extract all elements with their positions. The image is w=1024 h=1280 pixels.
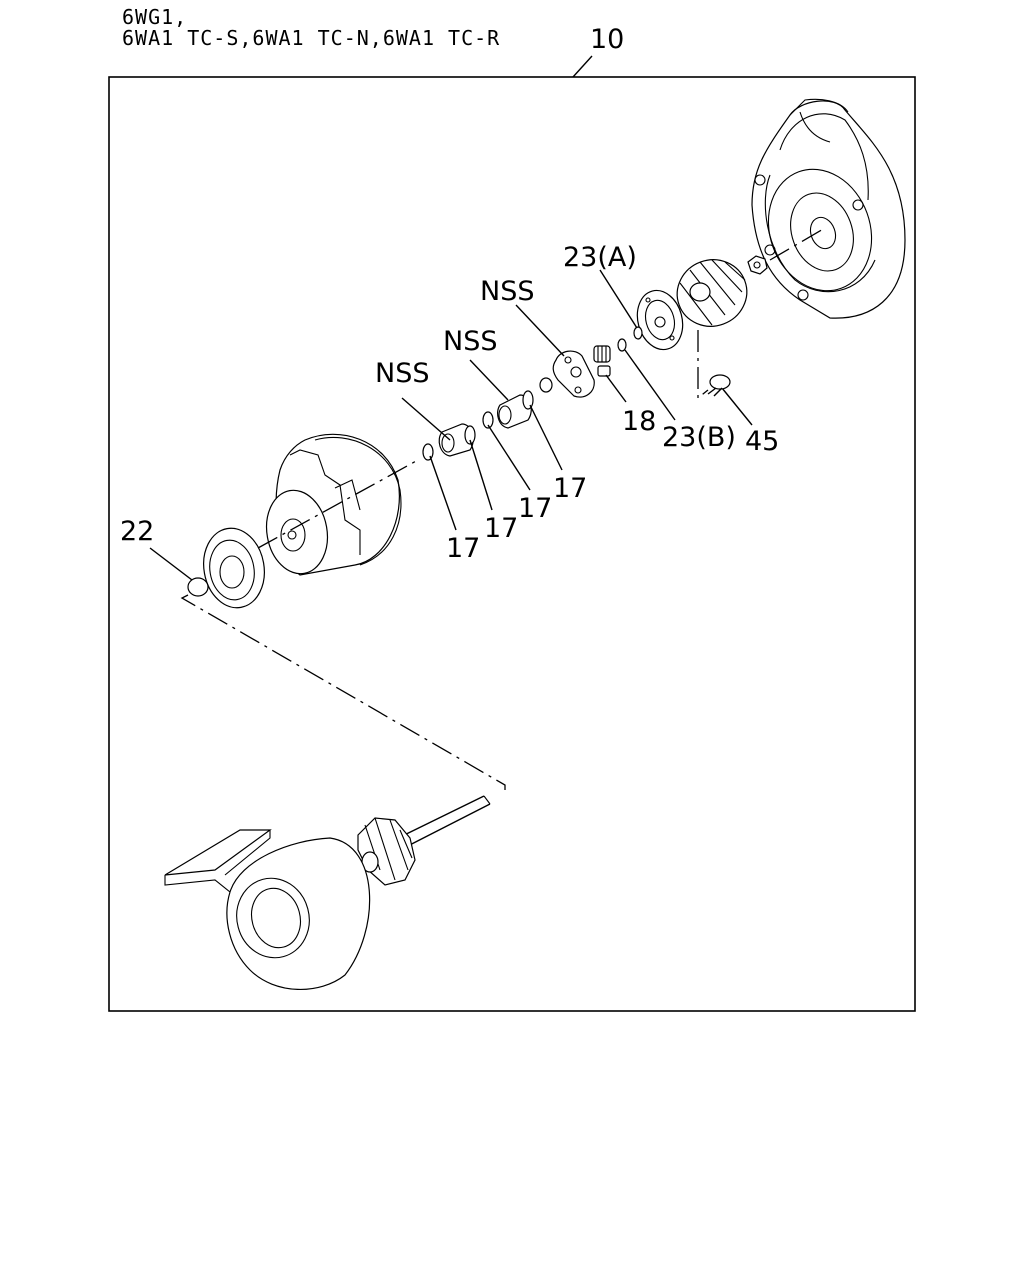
leader-17-d — [529, 404, 563, 471]
bearing-housing[interactable] — [260, 433, 402, 578]
callout-17-c[interactable]: 17 — [518, 493, 552, 524]
seal-plate[interactable] — [631, 285, 689, 354]
callout-nss-2[interactable]: NSS — [443, 326, 497, 357]
leader-22 — [149, 547, 193, 581]
thrust-collar[interactable] — [593, 345, 611, 377]
model-header-line-2: 6WA1 TC-S,6WA1 TC-N,6WA1 TC-R — [122, 26, 501, 50]
axis-line-main — [257, 459, 419, 549]
callout-17-d[interactable]: 17 — [553, 473, 587, 504]
leader-45 — [721, 387, 753, 426]
assembly-path — [180, 594, 506, 790]
shaft-nut[interactable] — [747, 255, 768, 275]
compressor-housing[interactable] — [751, 98, 906, 319]
axis-line-upper — [769, 227, 826, 261]
bolt-45[interactable] — [707, 374, 731, 397]
callout-17-a[interactable]: 17 — [446, 533, 480, 564]
compressor-wheel[interactable] — [668, 250, 756, 336]
leader-23a — [599, 269, 638, 329]
o-ring-23a[interactable] — [633, 326, 643, 340]
leader-nss-2 — [469, 359, 509, 401]
callout-18[interactable]: 18 — [622, 406, 656, 437]
journal-bearing-2[interactable] — [482, 390, 534, 429]
turbine-housing[interactable] — [164, 829, 371, 991]
o-ring-23b[interactable] — [617, 338, 627, 352]
journal-bearing-1[interactable] — [422, 423, 476, 461]
o-ring-22[interactable] — [187, 577, 209, 597]
callout-nss-3[interactable]: NSS — [480, 276, 534, 307]
turbine-shaft-wheel[interactable] — [357, 795, 491, 886]
leader-23b — [624, 349, 676, 421]
leader-18 — [605, 374, 627, 403]
callout-22[interactable]: 22 — [120, 516, 154, 547]
leader-10 — [572, 55, 593, 78]
callout-23b[interactable]: 23(B) — [662, 422, 736, 453]
leader-17-c — [487, 424, 531, 491]
leader-17-b — [469, 439, 493, 511]
leader-nss-3 — [515, 304, 565, 357]
callout-nss-1[interactable]: NSS — [375, 358, 429, 389]
callout-10[interactable]: 10 — [590, 24, 624, 55]
bolt-ref-line — [697, 330, 709, 400]
model-header-line-1: 6WG1, — [122, 5, 188, 29]
leader-17-a — [429, 455, 457, 531]
retaining-ring-small[interactable] — [539, 377, 553, 393]
leader-nss-1 — [401, 397, 451, 441]
diagram-frame — [108, 76, 916, 1012]
heat-shield[interactable] — [198, 523, 271, 612]
thrust-bearing[interactable] — [552, 350, 595, 398]
callout-45[interactable]: 45 — [745, 426, 779, 457]
callout-23a[interactable]: 23(A) — [563, 242, 637, 273]
callout-17-b[interactable]: 17 — [484, 513, 518, 544]
